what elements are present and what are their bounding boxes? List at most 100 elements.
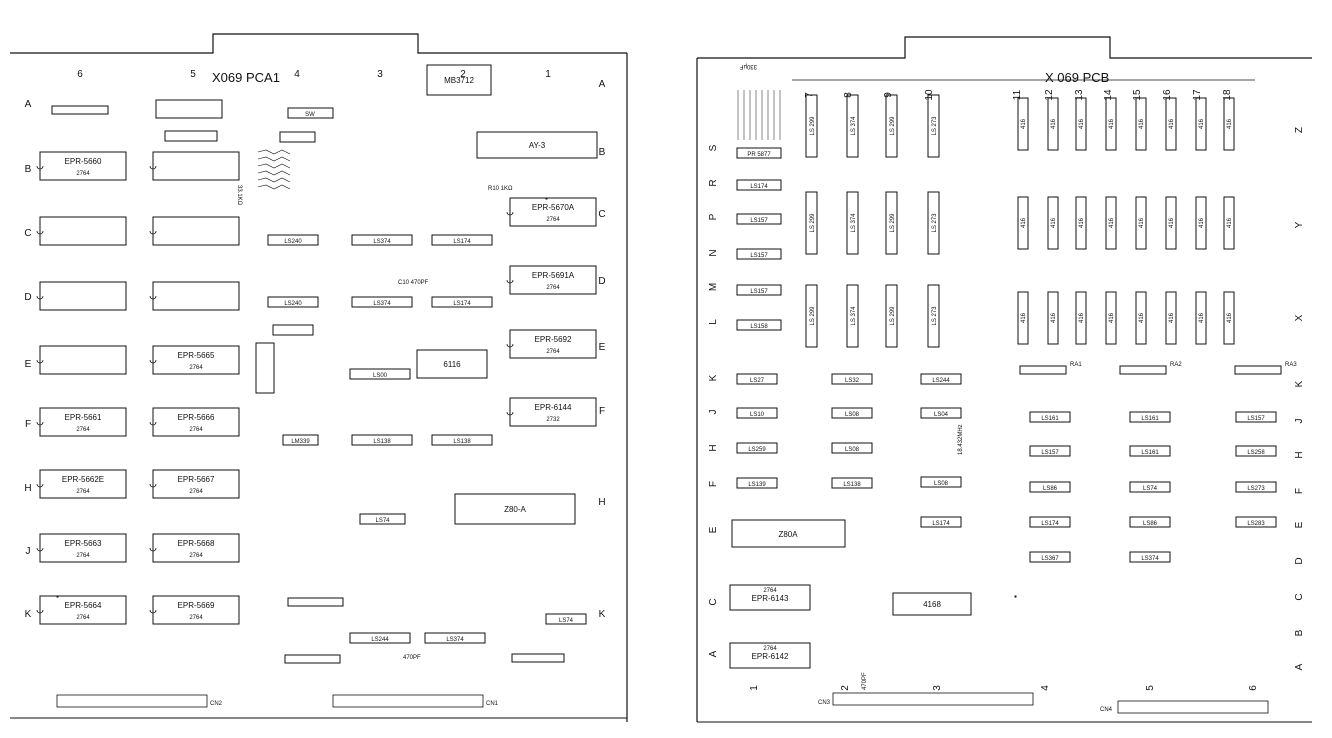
chip-label: LS283 <box>1247 521 1265 527</box>
eprom-type: 2764 <box>76 553 90 559</box>
board-a-title: X069 PCA1 <box>212 70 280 85</box>
chip-notch <box>149 421 157 426</box>
board-a-row-B: B <box>25 164 32 175</box>
board-b-row-C: C <box>708 598 719 605</box>
chip-label: LS10 <box>750 412 765 418</box>
ram-416-label: 416 <box>1079 312 1085 323</box>
ram-416-label: 416 <box>1051 217 1057 228</box>
chip-label: LS08 <box>934 481 949 487</box>
board-a-eproms: EPR-56602764EPR-56652764EPR-56612764EPR-… <box>36 151 597 625</box>
crystal-label: 18.432MHz <box>958 424 964 455</box>
resistor-array-ra2 <box>1119 365 1167 375</box>
vertical-chip-ls273 <box>927 94 940 158</box>
eprom-epr-5662e <box>39 469 127 499</box>
chip-notch <box>36 295 44 300</box>
chip-ls374 <box>351 234 413 246</box>
chip-ls08 <box>920 476 962 488</box>
chip-ls27 <box>736 373 778 385</box>
eprom-type: 2764 <box>189 553 203 559</box>
board-a-row-right-H: H <box>598 497 605 508</box>
resistor-ra2 <box>164 130 218 142</box>
chip-label: LS157 <box>1247 416 1265 422</box>
chip-notch <box>149 609 157 614</box>
empty-eprom-socket <box>152 216 240 246</box>
capacitor-note-label: 330μF <box>740 63 757 69</box>
cpu-z80a-label: Z80A <box>778 530 798 539</box>
chip-label: LS174 <box>1041 521 1059 527</box>
ram-416 <box>1165 97 1177 151</box>
eprom-label: EPR-5670A <box>532 203 575 212</box>
dot <box>545 197 548 200</box>
chip-z80a <box>454 493 576 525</box>
resistor-ra7 <box>272 324 314 336</box>
board-a-row-C: C <box>24 228 31 239</box>
chip-label: LS27 <box>750 378 765 384</box>
eprom-epr-5666 <box>152 407 240 437</box>
chip-label: AY-3 <box>529 141 546 150</box>
board-b-row-right-Y: Y <box>1294 221 1305 228</box>
chip-label: LS74 <box>375 518 390 524</box>
board-b-row-right-B: B <box>1294 629 1305 636</box>
connector-cn2-label: CN2 <box>210 701 223 707</box>
eprom-type: 2764 <box>76 615 90 621</box>
ram-416 <box>1135 196 1147 250</box>
vertical-chip-label: LS 299 <box>810 306 816 326</box>
vertical-chip-label: LS 299 <box>810 213 816 233</box>
left-chip-label: LS157 <box>750 253 768 259</box>
eprom-type: 2764 <box>76 489 90 495</box>
board-b-row-right-F: F <box>1294 488 1305 494</box>
chip-ls374 <box>351 296 413 308</box>
ram-416-label: 416 <box>1227 217 1233 228</box>
ram-416-label: 416 <box>1199 217 1205 228</box>
chip-label: LS04 <box>934 412 949 418</box>
chip-ls157 <box>1029 445 1071 457</box>
eprom-label: EPR-5665 <box>178 351 215 360</box>
left-chip-label: LS157 <box>750 218 768 224</box>
eprom-type: 2764 <box>546 349 560 355</box>
vertical-chip-ls299 <box>805 94 818 158</box>
vertical-chip-ls299 <box>885 284 898 348</box>
resistor-value-label: 33.1KΩ <box>236 185 242 206</box>
connector-cn4 <box>1117 700 1269 714</box>
resistor-array-label: RA1 <box>1070 362 1082 368</box>
board-b-bottom-column-3: 3 <box>932 685 943 691</box>
resistor-array-label: RA2 <box>1170 362 1182 368</box>
resistor-array-ra1 <box>1019 365 1067 375</box>
chip-label: LM339 <box>291 439 310 445</box>
resistor-zigzag <box>257 156 291 162</box>
ram-416-label: 416 <box>1169 118 1175 129</box>
vertical-chip-label: LS 374 <box>851 213 857 233</box>
dot <box>1014 595 1017 598</box>
chip-notch <box>36 421 44 426</box>
ram-416-label: 416 <box>1139 118 1145 129</box>
chip-label: LS374 <box>446 637 464 643</box>
chip-ls138 <box>831 477 873 489</box>
dot <box>56 595 59 598</box>
board-a-row-H: H <box>24 483 31 494</box>
chip-ls244 <box>349 632 411 644</box>
ram-416 <box>1017 291 1029 345</box>
board-b-row-F: F <box>708 481 719 487</box>
chip-notch <box>506 411 514 416</box>
board-b-row-P: P <box>708 213 719 220</box>
board-b-row-R: R <box>708 179 719 186</box>
chip-label: LS161 <box>1141 450 1159 456</box>
electrolytic-capacitor <box>255 342 275 394</box>
vertical-chip-ls299 <box>805 284 818 348</box>
vertical-chip-label: LS 273 <box>932 116 938 136</box>
vertical-chip-ls273 <box>927 284 940 348</box>
vertical-chip-ls299 <box>805 191 818 255</box>
chip-notch <box>149 295 157 300</box>
chip-label: LS08 <box>845 447 860 453</box>
left-chip-ls157 <box>736 284 782 296</box>
board-b-bottom-column-1: 1 <box>749 685 760 691</box>
switch-sw <box>287 107 334 119</box>
eprom-type: 2764 <box>189 615 203 621</box>
chip-label: LS273 <box>1247 486 1265 492</box>
chip-ls08 <box>831 442 873 454</box>
